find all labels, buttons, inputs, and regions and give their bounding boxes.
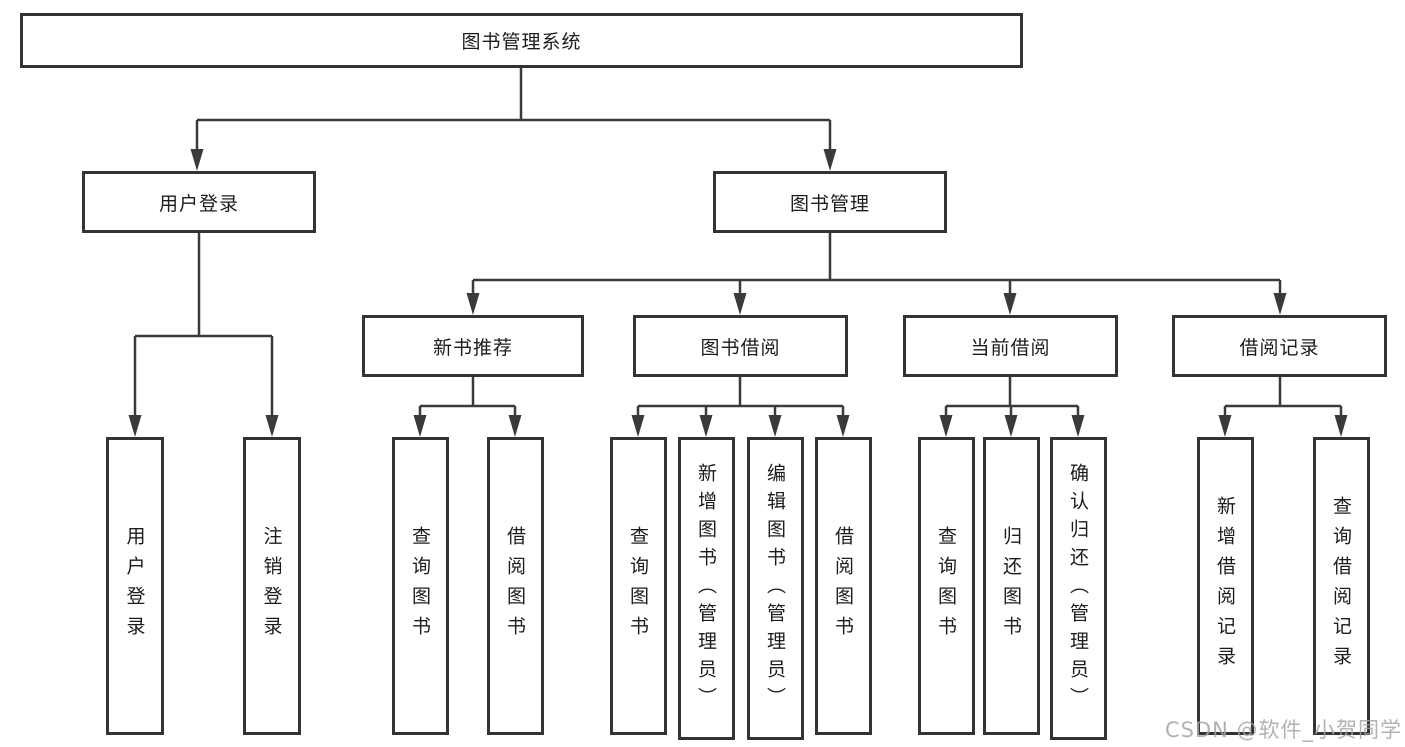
node-borrow-records-label: 借阅记录	[1239, 336, 1320, 359]
node-current-borrow: 当前借阅	[903, 315, 1118, 377]
node-user-login: 用户登录	[82, 171, 316, 233]
node-user-login-label: 用户登录	[158, 192, 239, 215]
leaf-recommend-borrow-books: 借阅图书	[487, 437, 544, 735]
node-library-system-label: 图书管理系统	[461, 31, 582, 53]
leaf-logout: 注销登录	[243, 437, 301, 735]
leaf-user-login: 用户登录	[106, 437, 164, 735]
node-new-book-recommend: 新书推荐	[362, 315, 584, 377]
node-current-borrow-label: 当前借阅	[970, 336, 1051, 359]
leaf-records-query-record: 查询借阅记录	[1313, 437, 1370, 735]
node-book-management-label: 图书管理	[789, 192, 870, 215]
leaf-borrow-borrow-books: 借阅图书	[815, 437, 872, 735]
node-book-borrow: 图书借阅	[633, 315, 848, 377]
node-library-system: 图书管理系统	[20, 13, 1023, 68]
node-borrow-records: 借阅记录	[1172, 315, 1387, 377]
leaf-borrow-add-books-admin: 新增图书（管理员）	[678, 437, 735, 740]
leaf-current-return-books: 归还图书	[983, 437, 1040, 735]
leaf-current-query-books: 查询图书	[918, 437, 975, 735]
node-new-book-recommend-label: 新书推荐	[432, 336, 513, 359]
node-book-management: 图书管理	[713, 171, 947, 233]
leaf-records-add-record: 新增借阅记录	[1197, 437, 1254, 735]
node-book-borrow-label: 图书借阅	[700, 336, 781, 359]
leaf-recommend-query-books: 查询图书	[392, 437, 449, 735]
leaf-borrow-query-books: 查询图书	[610, 437, 667, 735]
leaf-current-confirm-return-admin: 确认归还（管理员）	[1050, 437, 1107, 740]
csdn-watermark: CSDN @软件_小贺同学	[1164, 718, 1402, 742]
leaf-borrow-edit-books-admin: 编辑图书（管理员）	[747, 437, 804, 740]
